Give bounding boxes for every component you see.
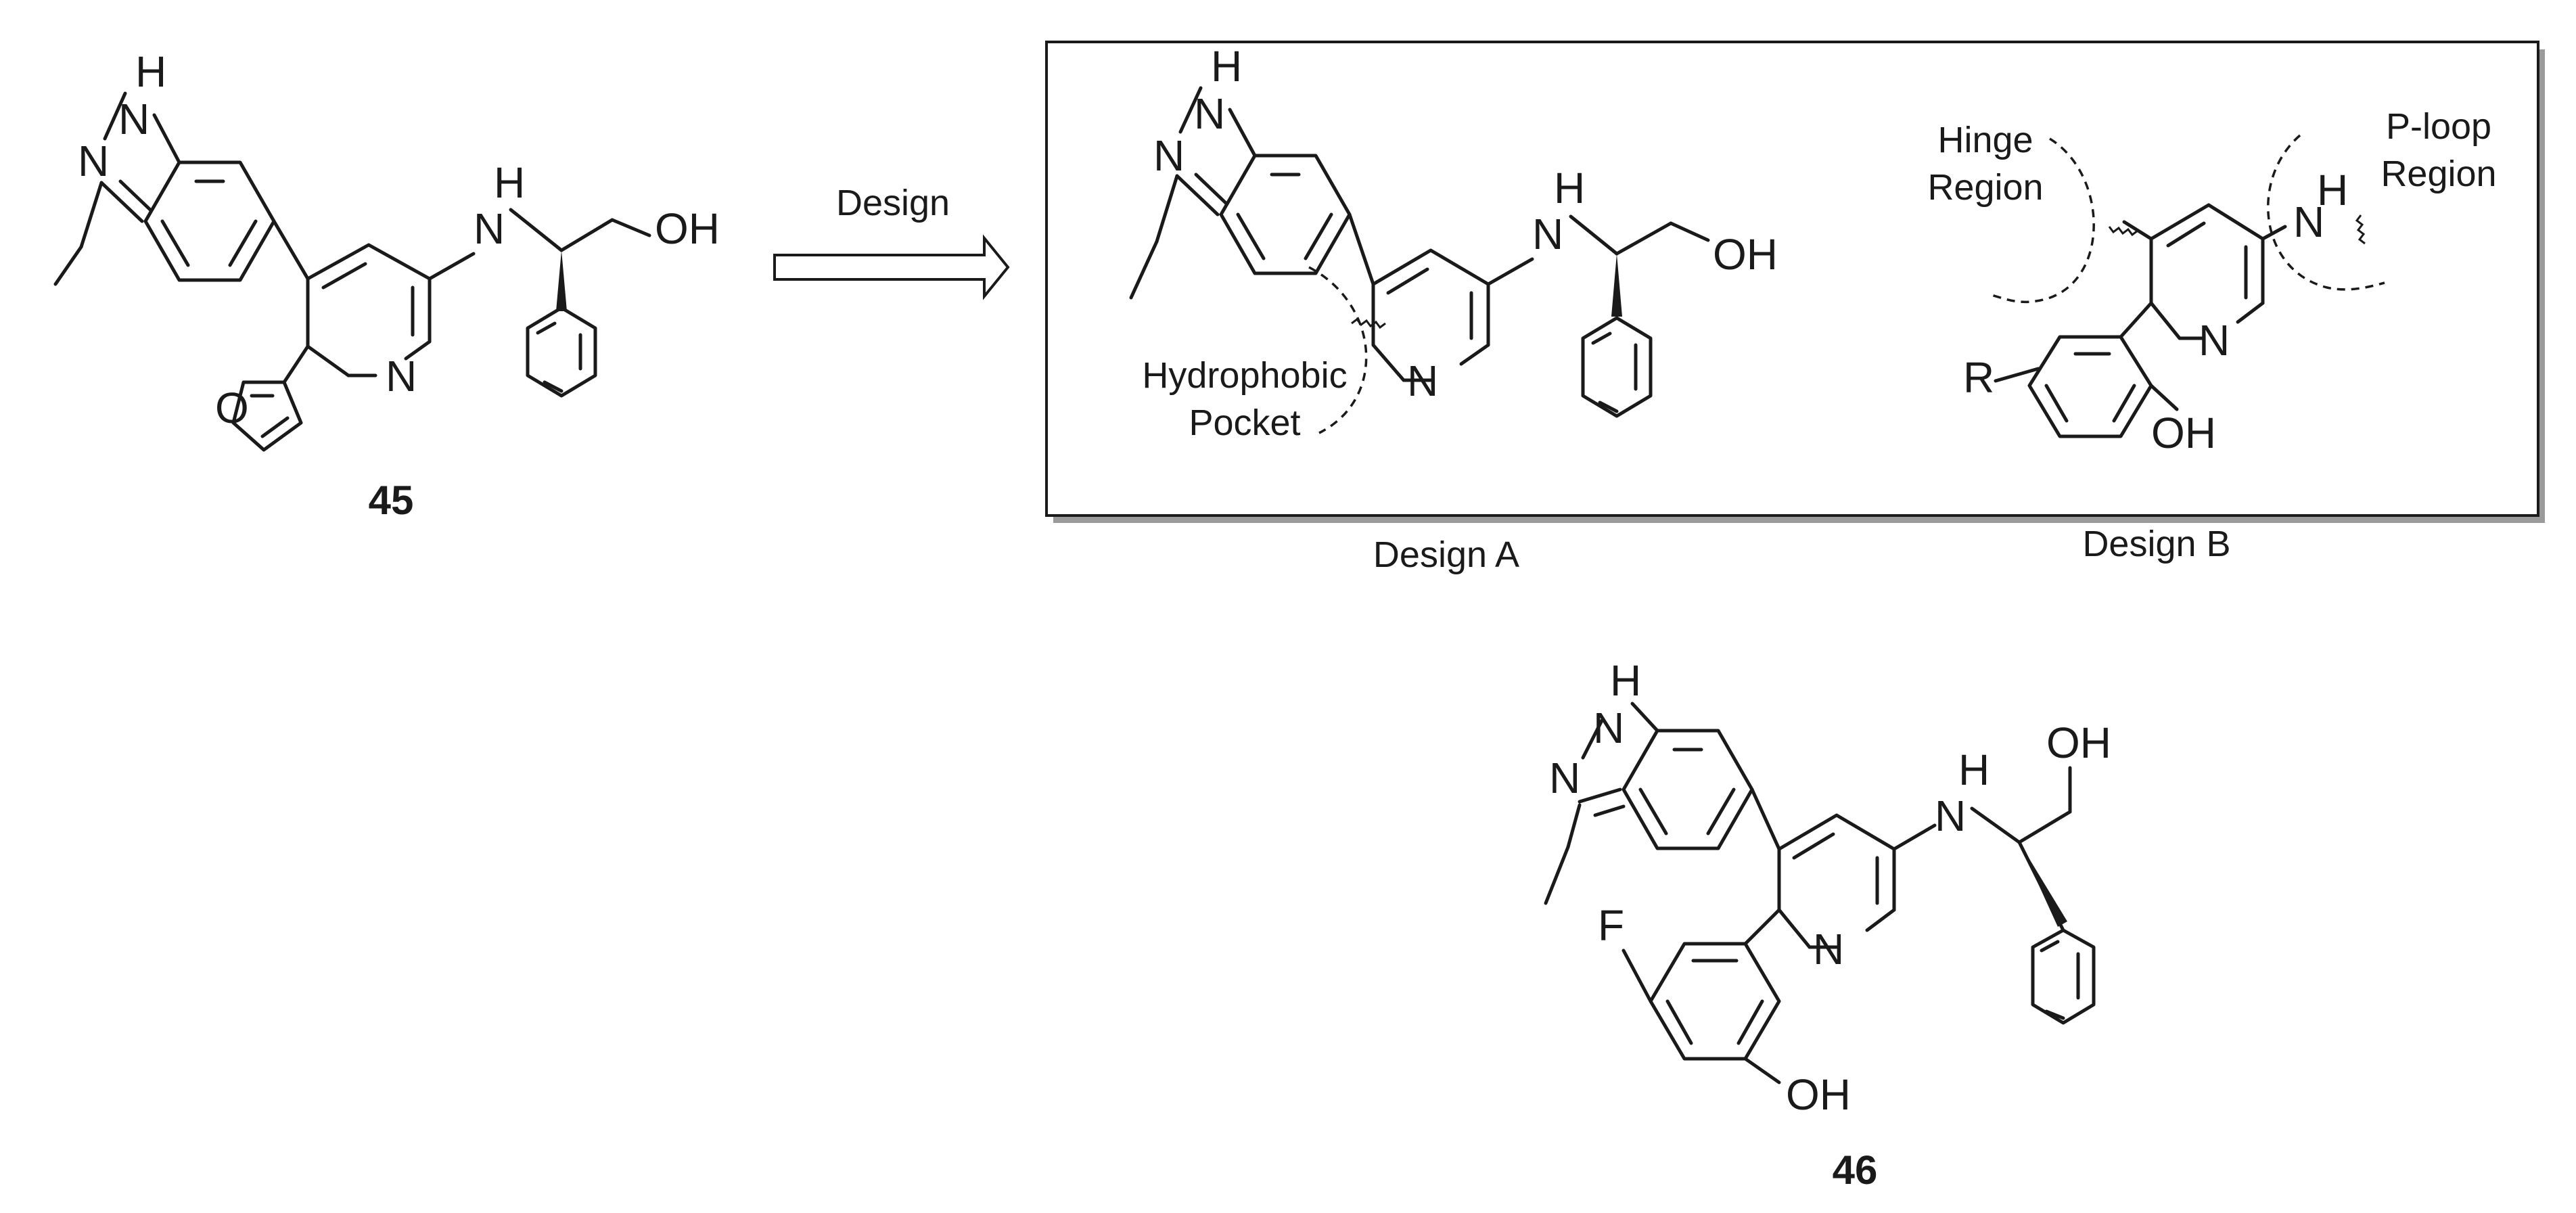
design-a-atom-nh-n: N xyxy=(1532,210,1563,258)
compound-45-structure: H N N N H N OH O 45 xyxy=(53,47,720,523)
design-arrow: Design xyxy=(773,183,1010,300)
compound-45-atom-oh: OH xyxy=(655,204,720,253)
hydrophobic-label-line1: Hydrophobic xyxy=(1142,355,1347,396)
compound-45-atom-nh-h: H xyxy=(494,158,525,207)
design-b-atom-oh: OH xyxy=(2151,409,2216,457)
design-a-atom-oh: OH xyxy=(1713,230,1778,279)
p-loop-label-line1: P-loop xyxy=(2386,106,2491,147)
design-b-caption: Design B xyxy=(2082,524,2230,564)
design-a-structure: H N N N H N OH Hydrophobic Pocket xyxy=(1129,42,1778,443)
compound-45-atom-n1: N xyxy=(118,95,150,143)
design-a-atom-n2: N xyxy=(1153,131,1184,180)
compound-45-atom-nh-n: N xyxy=(474,204,505,253)
design-b-atom-r: R xyxy=(1963,353,1994,402)
compound-45-wedge-bond xyxy=(556,250,567,311)
hinge-cut-mark xyxy=(2108,226,2138,237)
compound-45-label: 45 xyxy=(369,478,414,523)
compound-46-atom-nh-h: H xyxy=(1958,746,1990,794)
compound-46-atom-n1: N xyxy=(1593,704,1624,752)
compound-46-atom-n2: N xyxy=(1549,754,1580,802)
hinge-label-line1: Hinge xyxy=(1937,120,2033,160)
design-b-atom-n-pyridine: N xyxy=(2199,316,2230,365)
compound-45-bonds xyxy=(53,91,651,452)
design-a-atom-n1: N xyxy=(1194,89,1225,138)
compound-46-atom-nh-n: N xyxy=(1935,792,1966,840)
design-a-atom-n-pyridine: N xyxy=(1407,357,1438,405)
hinge-region-arc xyxy=(1988,137,2095,304)
hydrophobic-pocket-arc xyxy=(1308,266,1368,434)
compound-45-atom-h: H xyxy=(135,47,166,96)
compound-46-label: 46 xyxy=(1833,1147,1878,1193)
panel-frame xyxy=(1045,41,2539,517)
design-b-structure: N H N R OH Hinge Region P-loop Region xyxy=(1927,106,2496,457)
compound-46-atom-h: H xyxy=(1610,656,1641,705)
compound-45-atom-n-pyridine: N xyxy=(386,352,417,400)
design-a-atom-h: H xyxy=(1211,42,1242,91)
hydrophobic-label-line2: Pocket xyxy=(1189,403,1300,443)
compound-46-atom-n-pyridine: N xyxy=(1813,925,1844,974)
p-loop-cut-mark xyxy=(2355,214,2366,245)
arrow-label: Design xyxy=(836,183,950,223)
design-a-atom-nh-h: H xyxy=(1554,164,1585,212)
hydrophobic-cut-mark xyxy=(1351,317,1386,329)
design-b-atom-nh-h: H xyxy=(2317,166,2348,214)
hinge-label-line2: Region xyxy=(1927,167,2043,208)
hollow-arrow-shape xyxy=(773,234,1010,300)
compound-46-structure: H N N N H N OH F OH 46 xyxy=(1544,656,2111,1193)
design-a-caption: Design A xyxy=(1373,534,1519,575)
compound-46-atom-oh-chain: OH xyxy=(2046,718,2111,767)
design-b-atom-nh-n: N xyxy=(2293,198,2324,246)
compound-46-atom-f: F xyxy=(1598,901,1624,950)
p-loop-label-line2: Region xyxy=(2380,154,2496,194)
design-panel: H N N N H N OH Hydrophobic Pocket xyxy=(1045,41,2545,575)
p-loop-region-arc xyxy=(2267,134,2385,291)
compound-45-atom-o-furan: O xyxy=(215,384,249,432)
compound-45-atom-n2: N xyxy=(78,137,109,185)
compound-46-atom-oh-phenol: OH xyxy=(1786,1070,1851,1119)
